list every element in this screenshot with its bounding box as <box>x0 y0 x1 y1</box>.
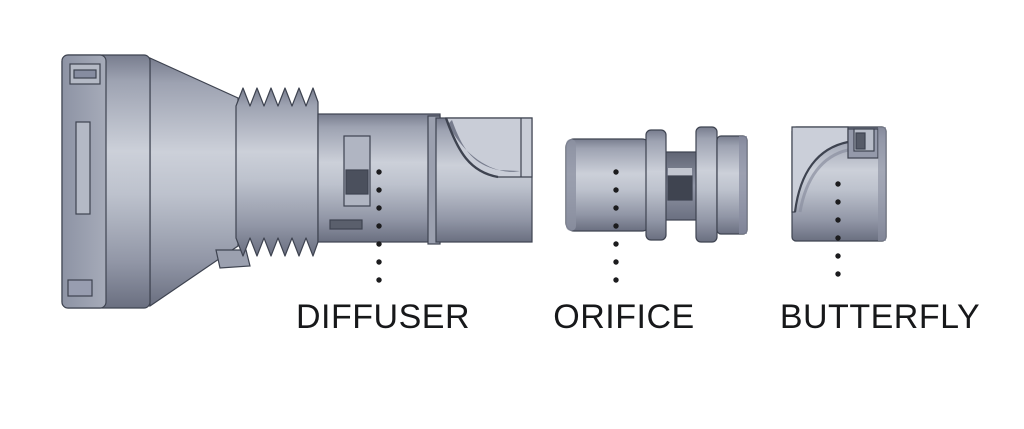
butterfly-right-rim <box>878 127 886 241</box>
orifice-flange-2 <box>695 126 718 243</box>
orifice-end-rim <box>739 136 747 234</box>
tube-window-slot <box>345 169 369 195</box>
butterfly-scoop-edge <box>793 140 849 213</box>
label-orifice: ORIFICE <box>553 298 694 336</box>
face-slot-top-inner <box>73 69 97 79</box>
face-slot-vertical <box>75 121 91 215</box>
orifice-slot <box>667 175 693 201</box>
butterfly-notch-slot <box>855 132 866 150</box>
orifice-rod-highlight <box>668 168 692 176</box>
orifice-flange-1 <box>645 129 667 241</box>
tube-bottom-slot <box>329 219 363 230</box>
diffuser-assembly-part <box>61 54 533 309</box>
leader-dots-orifice <box>613 169 619 283</box>
butterfly-scoop-shade <box>798 148 849 213</box>
cone-section <box>149 57 239 308</box>
orifice-body <box>565 138 651 232</box>
orifice-part <box>565 126 748 243</box>
label-butterfly: BUTTERFLY <box>780 298 980 336</box>
leader-dots-diffuser <box>376 169 382 283</box>
face-slot-bottom <box>67 279 93 297</box>
bellows-section <box>235 87 319 257</box>
leader-dots-butterfly <box>835 181 841 277</box>
cutaway-edge <box>444 117 499 179</box>
mount-tab <box>215 249 251 269</box>
label-diffuser: DIFFUSER <box>296 298 470 336</box>
orifice-left-face <box>566 139 576 231</box>
